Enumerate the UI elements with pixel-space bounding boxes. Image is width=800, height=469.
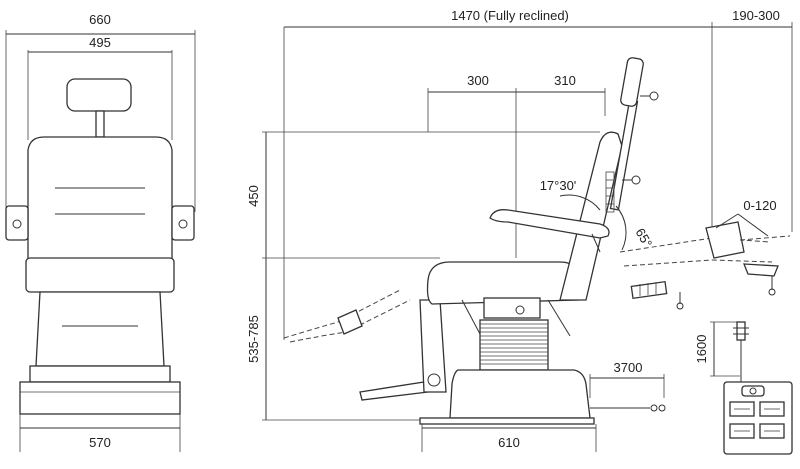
backrest-ratchet	[605, 171, 615, 213]
dim-label-3700: 3700	[614, 360, 643, 375]
foot-switch: 1600	[694, 321, 793, 455]
dim-label-1470: 1470 (Fully reclined)	[451, 8, 569, 23]
dim-label-535-785: 535-785	[246, 315, 261, 363]
dim-label-450: 450	[246, 185, 261, 207]
side-headrest	[620, 57, 644, 107]
dim-label-660: 660	[89, 12, 111, 27]
column	[35, 291, 165, 367]
lift-mechanism	[461, 297, 571, 337]
leg-rest	[419, 299, 447, 393]
dim-label-570: 570	[89, 435, 111, 450]
headrest-knob	[649, 91, 659, 101]
reclined-ratchet	[630, 280, 684, 310]
dim-label-190-300: 190-300	[732, 8, 780, 23]
dim-label-1600: 1600	[694, 335, 709, 364]
dim-label-610: 610	[498, 435, 520, 450]
side-base	[449, 369, 591, 419]
seat	[25, 257, 175, 293]
side-view: 1470 (Fully reclined) 190-300 300 310 45…	[246, 8, 793, 452]
dim-label-495: 495	[89, 35, 111, 50]
headrest	[66, 78, 132, 112]
front-view: 660 495 570	[5, 12, 196, 452]
headrest-post	[95, 110, 105, 138]
foot-switch-connector	[736, 321, 746, 341]
dim-label-310: 310	[554, 73, 576, 88]
reclined-headrest	[705, 221, 745, 259]
backrest	[27, 136, 173, 265]
arc-65	[615, 205, 627, 251]
side-armrest	[489, 209, 610, 239]
footrest	[359, 381, 429, 401]
dim-label-300: 300	[467, 73, 489, 88]
dim-label-0-120: 0-120	[743, 198, 776, 213]
bellows	[479, 319, 549, 371]
side-backrest	[559, 131, 623, 301]
base	[19, 381, 181, 415]
angle-label-65: 65°	[632, 225, 655, 250]
arc-17-30	[559, 194, 601, 211]
armrest-left	[5, 205, 29, 241]
armrest-right	[171, 205, 195, 241]
angle-label-17-30: 17°30'	[540, 178, 577, 193]
